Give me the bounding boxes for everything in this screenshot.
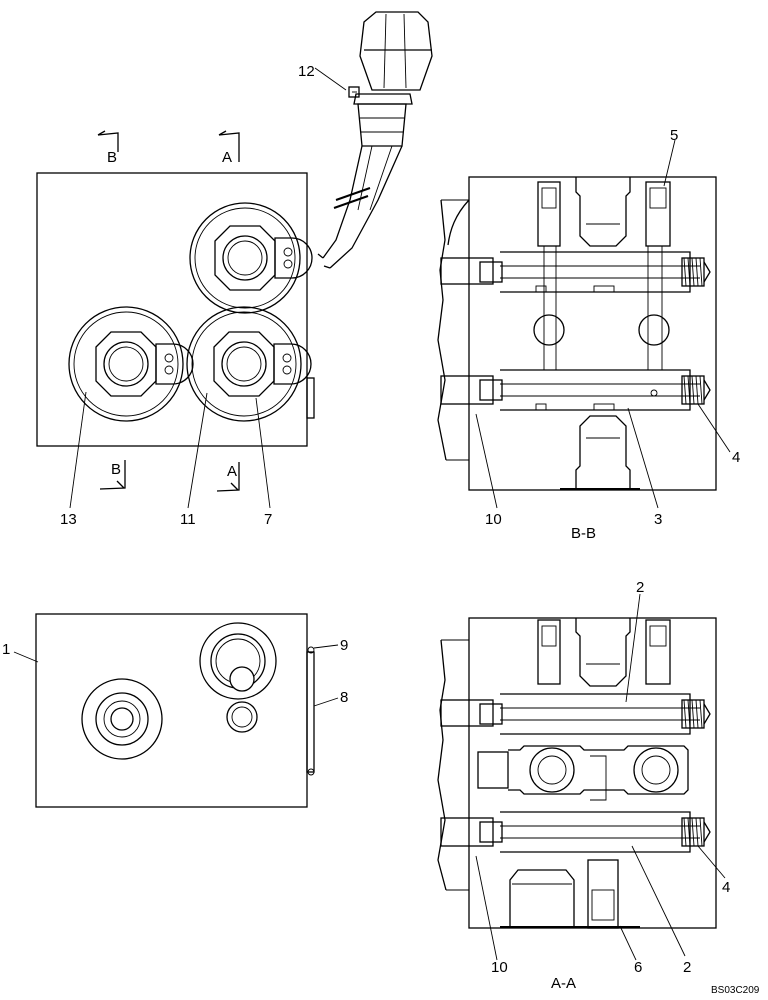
solenoid-upper bbox=[189, 202, 313, 314]
section-mark-label: B bbox=[111, 461, 121, 478]
section-mark-a-top: A bbox=[218, 130, 240, 166]
valve-block-rear-view: 1 9 8 bbox=[2, 613, 348, 808]
callout-13: 13 bbox=[60, 511, 77, 528]
callout-6: 6 bbox=[634, 959, 642, 976]
callout-5: 5 bbox=[670, 127, 678, 144]
callout-4: 4 bbox=[732, 449, 740, 466]
drawing-code: BS03C209 bbox=[711, 985, 760, 996]
solenoid-lower-left bbox=[68, 306, 194, 422]
port-large bbox=[199, 622, 277, 733]
callout-7: 7 bbox=[264, 511, 272, 528]
section-mark-b-top: B bbox=[97, 130, 119, 166]
callout-10: 10 bbox=[491, 959, 508, 976]
callout-3: 3 bbox=[654, 511, 662, 528]
section-mark-label: B bbox=[107, 149, 117, 166]
callout-9: 9 bbox=[340, 637, 348, 654]
callout-2-bottom: 2 bbox=[683, 959, 691, 976]
section-aa-title: A-A bbox=[551, 975, 576, 992]
callout-11: 11 bbox=[180, 511, 196, 528]
section-b-b: 5 4 10 3 B-B bbox=[437, 127, 740, 542]
callout-12: 12 bbox=[298, 63, 315, 80]
electrical-connector: 12 bbox=[298, 11, 433, 269]
callout-4: 4 bbox=[722, 879, 730, 896]
callout-2-top: 2 bbox=[636, 579, 644, 596]
callout-8: 8 bbox=[340, 689, 348, 706]
valve-block-top-view: B A B A 13 11 7 bbox=[36, 130, 315, 528]
section-a-a: 2 4 10 6 2 A-A bbox=[437, 579, 730, 992]
callout-10: 10 bbox=[485, 511, 502, 528]
section-bb-title: B-B bbox=[571, 525, 596, 542]
section-mark-label: A bbox=[227, 463, 237, 480]
section-mark-b-bottom: B bbox=[99, 460, 126, 490]
solenoid-lower-right bbox=[186, 306, 312, 422]
section-mark-a-bottom: A bbox=[216, 462, 240, 492]
section-mark-label: A bbox=[222, 149, 232, 166]
port-small bbox=[81, 678, 163, 760]
callout-1: 1 bbox=[2, 641, 10, 658]
